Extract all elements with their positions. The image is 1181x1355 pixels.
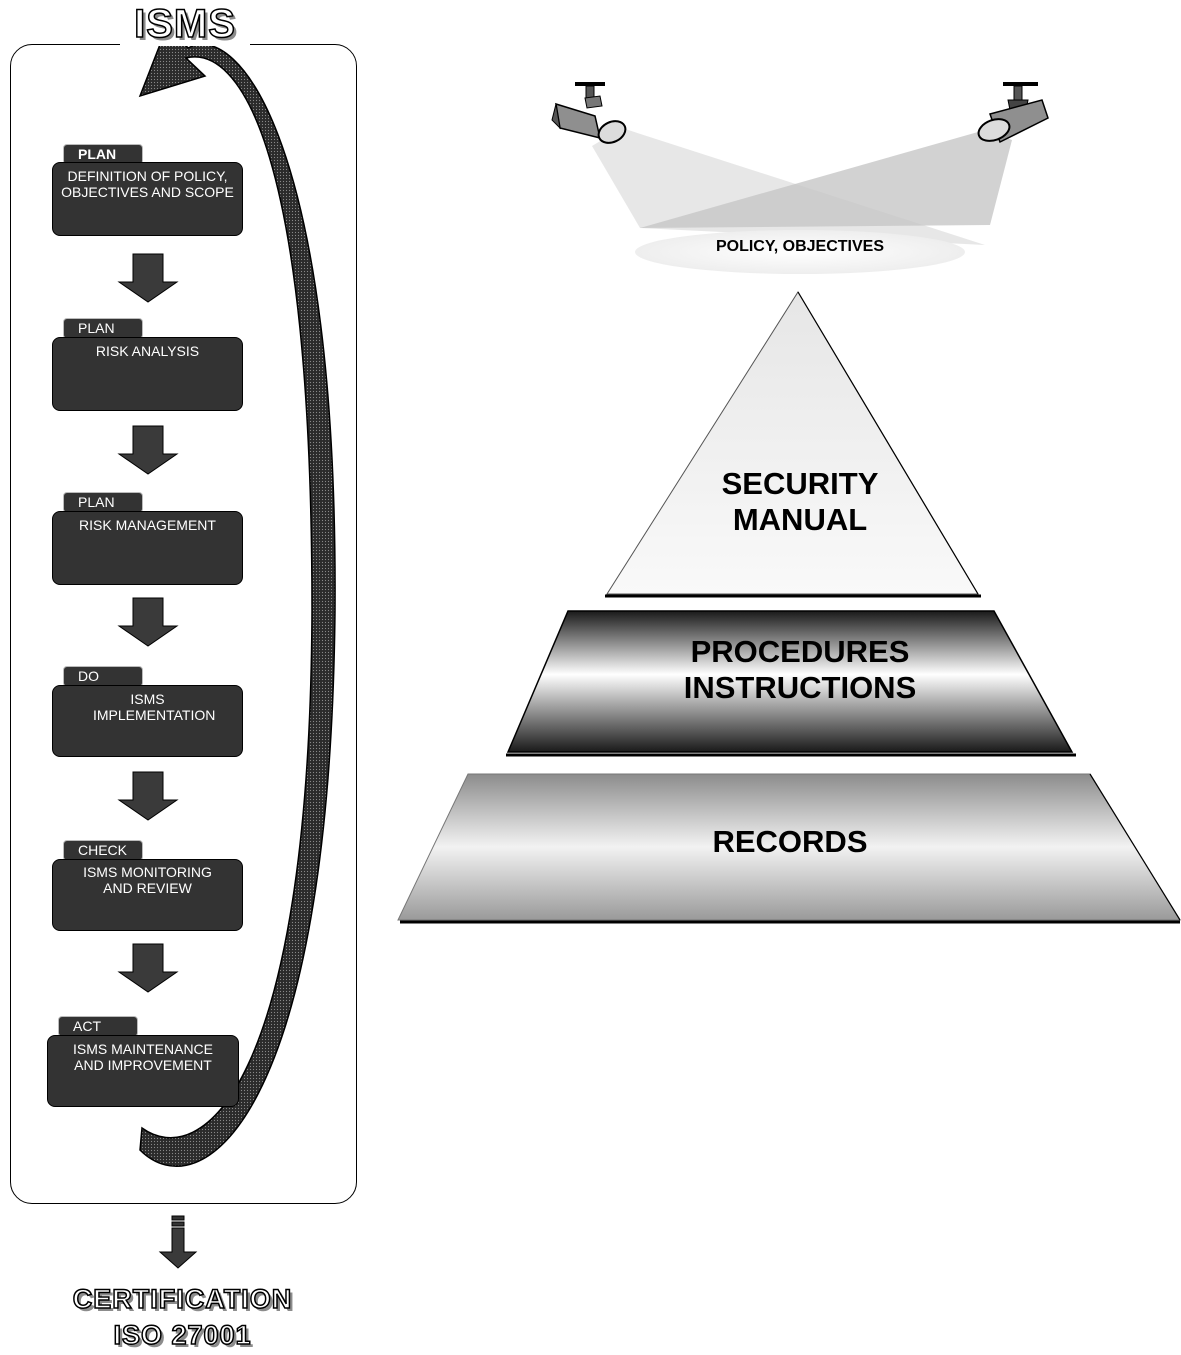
spotlight-ellipse: [635, 230, 965, 274]
pyramid-top-label: SECURITY MANUAL: [721, 466, 879, 537]
right-spotlight-icon: [977, 82, 1049, 144]
right-light-beam: [640, 130, 1012, 228]
phase-tab-plan-3: PLAN: [63, 492, 143, 513]
pyramid-bottom-label: RECORDS: [712, 824, 868, 859]
step-risk-analysis: RISK ANALYSIS: [52, 337, 243, 411]
certification-standard: ISO 27001: [113, 1319, 252, 1351]
step-policy-definition: DEFINITION OF POLICY, OBJECTIVES AND SCO…: [52, 162, 243, 236]
step-isms-implementation: ISMS IMPLEMENTATION: [52, 685, 243, 757]
pyramid-top-tier: [606, 291, 979, 595]
step-isms-monitoring: ISMS MONITORING AND REVIEW: [52, 859, 243, 931]
pyramid-middle-label: PROCEDURES INSTRUCTIONS: [683, 634, 917, 705]
certification-title: CERTIFICATION: [72, 1283, 293, 1315]
phase-tab-plan-2: PLAN: [63, 318, 143, 339]
phase-tab-act: ACT: [58, 1016, 138, 1037]
step-isms-maintenance: ISMS MAINTENANCE AND IMPROVEMENT: [47, 1035, 239, 1107]
step-arrows: [117, 253, 179, 993]
spotlight-label: POLICY, OBJECTIVES: [715, 238, 885, 255]
isms-title: ISMS: [120, 1, 250, 47]
step-risk-management: RISK MANAGEMENT: [52, 511, 243, 585]
left-spotlight-icon: [551, 82, 627, 144]
phase-tab-check: CHECK: [63, 840, 143, 861]
pyramid-middle-tier: [506, 610, 1074, 753]
certification-arrow-icon: [158, 1215, 198, 1269]
phase-tab-do: DO: [63, 666, 143, 687]
